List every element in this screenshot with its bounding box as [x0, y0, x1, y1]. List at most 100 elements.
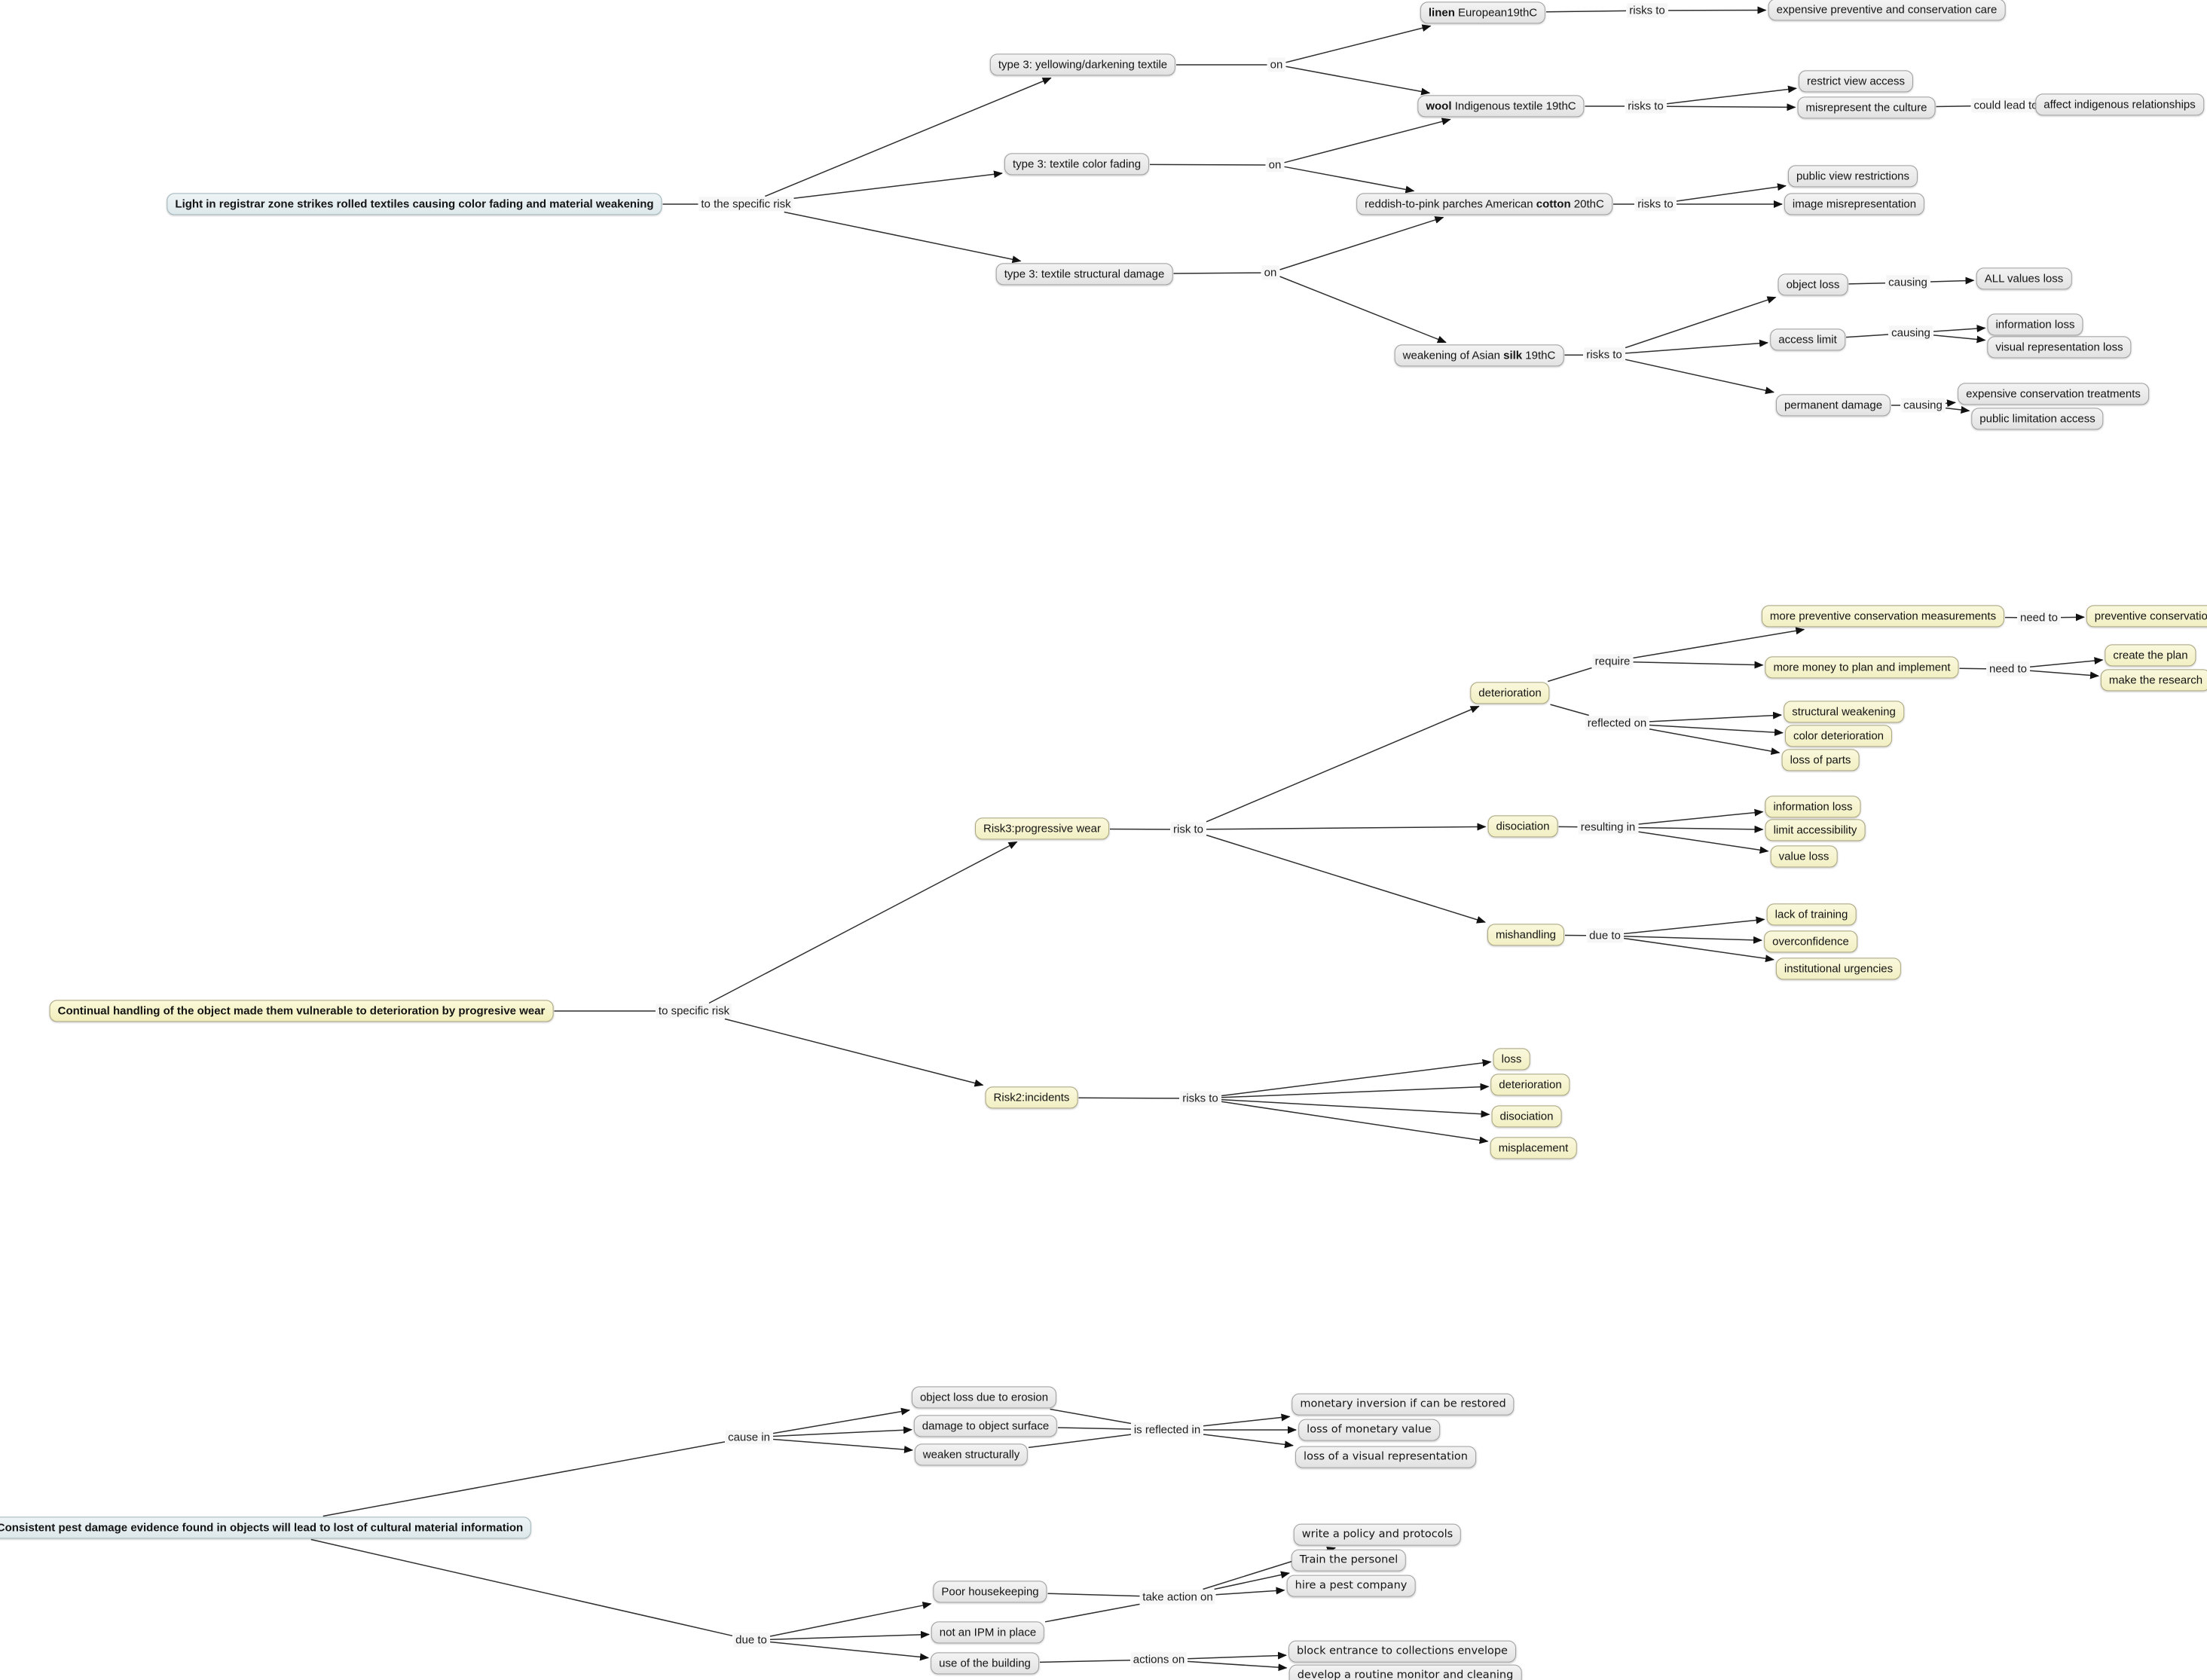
concept-node[interactable]: mishandling [1487, 924, 1565, 946]
concept-node[interactable]: not an IPM in place [931, 1621, 1045, 1644]
linking-phrase[interactable]: to the specific risk [698, 197, 793, 212]
linking-phrase[interactable]: take action on [1140, 1590, 1215, 1605]
concept-node[interactable]: information loss [1765, 796, 1861, 818]
concept-node[interactable]: institutional urgencies [1775, 958, 1902, 980]
concept-node[interactable]: loss of parts [1781, 749, 1860, 771]
concept-node[interactable]: deterioration [1470, 682, 1550, 704]
concept-node[interactable]: loss [1493, 1048, 1530, 1071]
concept-node[interactable]: deterioration [1490, 1074, 1570, 1096]
concept-node[interactable]: Poor housekeeping [933, 1581, 1047, 1603]
concept-node[interactable]: make the research [2100, 669, 2207, 692]
concept-node[interactable]: write a policy and protocols [1293, 1523, 1462, 1546]
concept-text-bold: linen [1428, 6, 1455, 20]
concept-node[interactable]: hire a pest company [1286, 1575, 1416, 1597]
concept-text: misplacement [1498, 1141, 1569, 1155]
concept-node[interactable]: create the plan [2105, 644, 2196, 667]
concept-text: public view restrictions [1796, 170, 1910, 183]
edge-line [1547, 667, 1592, 683]
concept-node[interactable]: use of the building [931, 1652, 1039, 1675]
edge-line [724, 1018, 984, 1087]
concept-node[interactable]: ALL values loss [1976, 267, 2072, 290]
linking-phrase[interactable]: risks to [1180, 1091, 1221, 1106]
concept-node[interactable]: visual representation loss [1987, 336, 2132, 359]
linking-phrase[interactable]: causing [1901, 398, 1945, 413]
concept-node[interactable]: disociation [1487, 815, 1558, 838]
concept-node[interactable]: monetary inversion if can be restored [1291, 1393, 1515, 1416]
linking-phrase[interactable]: need to [1986, 661, 2030, 677]
concept-node[interactable]: disociation [1491, 1105, 1562, 1128]
linking-phrase[interactable]: on [1261, 265, 1279, 280]
concept-text: block entrance to collections envelope [1297, 1645, 1508, 1657]
concept-node[interactable]: loss of monetary value [1298, 1419, 1440, 1441]
linking-phrase[interactable]: causing [1889, 325, 1933, 341]
linking-phrase[interactable]: risk to [1170, 822, 1206, 837]
concept-text: European19thC [1454, 6, 1538, 20]
edge-line [1221, 1058, 1492, 1097]
concept-node[interactable]: block entrance to collections envelope [1288, 1640, 1516, 1663]
concept-node[interactable]: type 3: textile structural damage [995, 263, 1173, 286]
linking-phrase[interactable]: risks to [1627, 3, 1667, 18]
concept-node[interactable]: limit accessibility [1765, 819, 1866, 842]
linking-phrase[interactable]: require [1592, 654, 1633, 669]
concept-node[interactable]: Consistent pest damage evidence found in… [0, 1517, 532, 1539]
concept-node[interactable]: access limit [1770, 328, 1845, 351]
concept-text: Indigenous textile 19thC [1451, 99, 1576, 113]
concept-node[interactable]: damage to object surface [913, 1415, 1058, 1437]
linking-phrase[interactable]: risks to [1584, 347, 1625, 362]
concept-node[interactable]: public view restrictions [1787, 165, 1918, 188]
linking-phrase[interactable]: on [1267, 57, 1285, 72]
concept-node[interactable]: more money to plan and implement [1765, 656, 1959, 679]
linking-phrase[interactable]: need to [2017, 610, 2061, 625]
concept-text: causing [1888, 276, 1927, 289]
concept-node[interactable]: object loss [1778, 273, 1848, 296]
edge-line [772, 1407, 910, 1434]
concept-node[interactable]: wool Indigenous textile 19thC [1417, 95, 1585, 118]
concept-node[interactable]: misplacement [1490, 1137, 1577, 1159]
linking-phrase[interactable]: risks to [1625, 99, 1666, 114]
concept-node[interactable]: weakening of Asian silk 19thC [1394, 344, 1564, 367]
concept-node[interactable]: image misrepresentation [1784, 193, 1925, 215]
concept-node[interactable]: restrict view access [1798, 70, 1914, 93]
linking-phrase[interactable]: due to [733, 1633, 769, 1648]
concept-node[interactable]: Light in registrar zone strikes rolled t… [167, 193, 662, 215]
linking-phrase[interactable]: to specific risk [656, 1003, 732, 1019]
concept-node[interactable]: more preventive conservation measurement… [1761, 605, 2005, 628]
concept-node[interactable]: affect indigenous relationships [2035, 93, 2204, 116]
linking-phrase[interactable]: resulting in [1578, 820, 1638, 835]
concept-node[interactable]: lack of training [1766, 903, 1857, 926]
concept-node[interactable]: weaken structurally [914, 1443, 1029, 1466]
concept-node[interactable]: Risk2:incidents [985, 1086, 1078, 1109]
concept-node[interactable]: linen European19thC [1420, 2, 1546, 24]
concept-node[interactable]: expensive conservation treatments [1958, 383, 2149, 405]
concept-node[interactable]: Continual handling of the object made th… [49, 1000, 554, 1022]
linking-phrase[interactable]: could lead to [1971, 98, 2040, 113]
linking-phrase[interactable]: on [1266, 157, 1284, 173]
concept-node[interactable]: value loss [1770, 845, 1838, 868]
concept-node[interactable]: expensive preventive and conservation ca… [1768, 0, 2006, 21]
concept-node[interactable]: overconfidence [1764, 930, 1857, 953]
concept-node[interactable]: information loss [1987, 313, 2083, 336]
concept-node[interactable]: loss of a visual representation [1295, 1446, 1476, 1468]
concept-node[interactable]: Risk3:progressive wear [975, 817, 1109, 840]
concept-node[interactable]: develop a routine monitor and cleaning [1288, 1664, 1522, 1680]
linking-phrase[interactable]: actions on [1130, 1652, 1188, 1667]
linking-phrase[interactable]: risks to [1635, 197, 1676, 212]
linking-phrase[interactable]: causing [1886, 275, 1930, 290]
linking-phrase[interactable]: reflected on [1585, 716, 1649, 731]
concept-node[interactable]: permanent damage [1775, 394, 1891, 417]
concept-node[interactable]: misrepresent the culture [1797, 96, 1936, 119]
concept-node[interactable]: color deterioration [1784, 725, 1893, 747]
linking-phrase[interactable]: is reflected in [1131, 1422, 1203, 1437]
concept-node[interactable]: structural weakening [1784, 701, 1904, 723]
concept-node[interactable]: reddish-to-pink parches American cotton … [1356, 193, 1612, 215]
linking-phrase[interactable]: due to [1587, 928, 1623, 943]
concept-text: misrepresent the culture [1805, 101, 1927, 115]
linking-phrase[interactable]: cause in [726, 1430, 772, 1445]
concept-node[interactable]: type 3: textile color fading [1004, 153, 1150, 176]
concept-node[interactable]: type 3: yellowing/darkening textile [989, 53, 1176, 76]
concept-node[interactable]: object loss due to erosion [911, 1386, 1057, 1409]
concept-node[interactable]: preventive conservation [2086, 605, 2207, 628]
concept-node[interactable]: public limitation access [1971, 408, 2104, 430]
concept-node[interactable]: Train the personel [1291, 1549, 1407, 1572]
concept-text: image misrepresentation [1792, 197, 1917, 211]
